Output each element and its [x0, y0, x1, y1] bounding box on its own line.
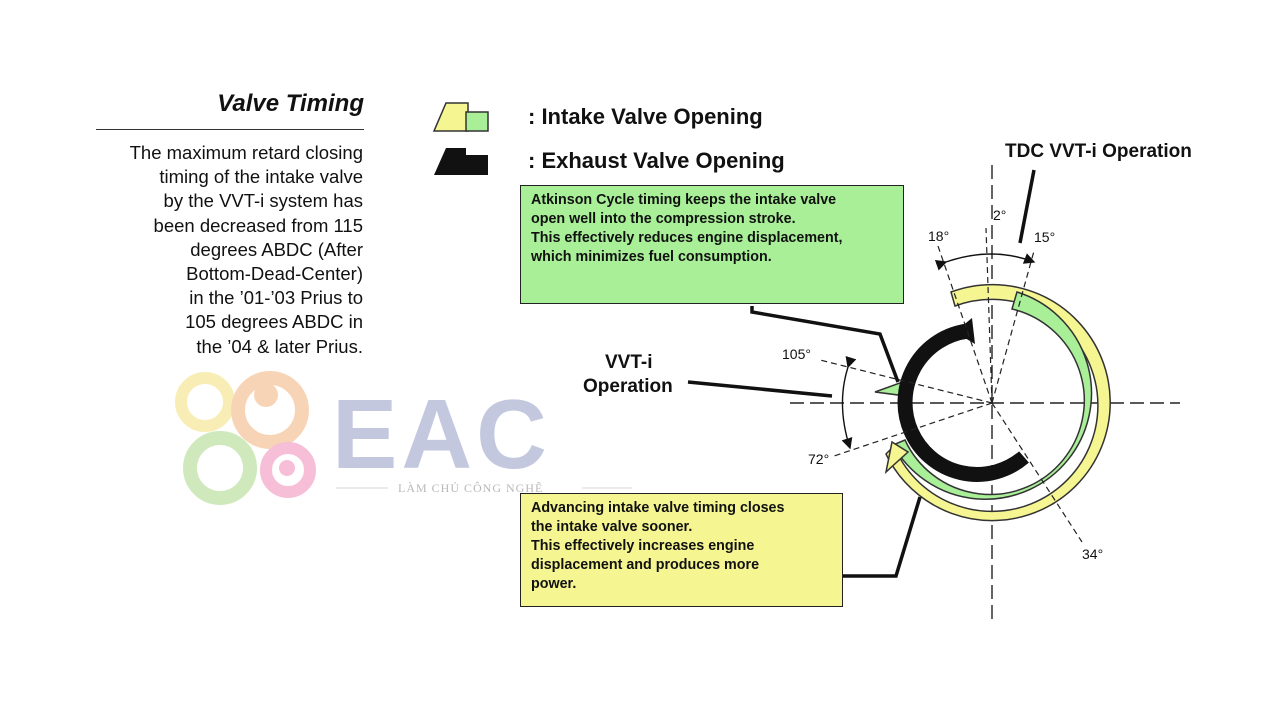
callout-line: This effectively increases engine [531, 538, 755, 554]
watermark-tagline: LÀM CHỦ CÔNG NGHỆ [398, 481, 544, 495]
callout-line: which minimizes fuel consumption. [531, 249, 772, 265]
description-line: in the ’01-’03 Prius to [189, 287, 363, 309]
eac-logo-icon [175, 371, 316, 505]
angle-2-label: 2° [993, 207, 1007, 223]
callout-line: This effectively reduces engine displace… [531, 230, 843, 246]
leader-lines [687, 169, 1036, 578]
angle-72-label: 72° [808, 451, 830, 467]
advancing-callout: Advancing intake valve timing closes the… [520, 493, 843, 607]
description-line: by the VVT-i system has [163, 190, 363, 212]
description-text: The maximum retard closing timing of the… [96, 141, 363, 359]
watermark-brand: EAC [332, 379, 551, 489]
exhaust-valve-arc [897, 318, 1029, 482]
vvti-label-line1: VVT-i [605, 352, 653, 373]
exhaust-legend-icon [434, 148, 488, 175]
callout-line: open well into the compression stroke. [531, 211, 796, 227]
angle-arcs [841, 253, 1036, 450]
angle-15-label: 15° [1034, 229, 1056, 245]
tdc-label: TDC VVT-i Operation [1005, 141, 1192, 162]
vvti-label-line2: Operation [583, 376, 673, 397]
angle-18-label: 18° [928, 228, 950, 244]
intake-legend-label: : Intake Valve Opening [528, 104, 763, 129]
callout-line: displacement and produces more [531, 557, 760, 573]
description-line: 105 degrees ABDC in [185, 311, 363, 333]
title-divider [96, 129, 364, 130]
description-line: The maximum retard closing [129, 142, 363, 163]
intake-legend-icon [432, 102, 489, 132]
description-line: Bottom-Dead-Center) [186, 263, 363, 285]
description-line: the ’04 & later Prius. [196, 335, 363, 357]
callout-line: the intake valve sooner. [531, 519, 693, 535]
description-line: been decreased from 115 [153, 214, 363, 236]
callout-line: Advancing intake valve timing closes [531, 500, 785, 516]
atkinson-callout: Atkinson Cycle timing keeps the intake v… [520, 185, 904, 304]
description-line: timing of the intake valve [159, 166, 363, 188]
callout-line: Atkinson Cycle timing keeps the intake v… [531, 192, 837, 208]
angle-34-label: 34° [1082, 546, 1104, 562]
description-line: degrees ABDC (After [190, 238, 363, 260]
exhaust-legend-label: : Exhaust Valve Opening [528, 148, 785, 173]
callout-line: power. [531, 576, 577, 592]
page-title: Valve Timing [217, 90, 364, 117]
angle-105-label: 105° [782, 346, 811, 362]
